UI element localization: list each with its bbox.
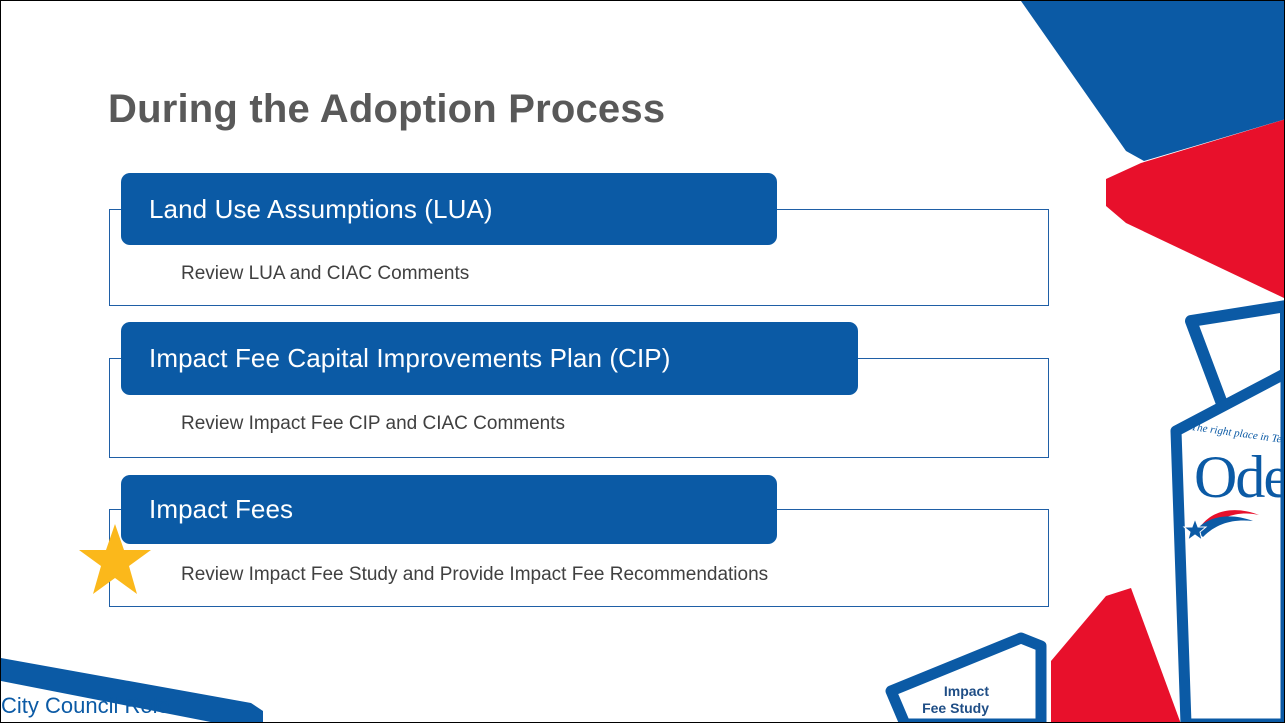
section-description-fees: Review Impact Fee Study and Provide Impa…: [181, 564, 769, 585]
footer-role-label: City Council Role: [1, 693, 170, 718]
red-shard-right: [1106, 119, 1284, 299]
badge-line-2: Fee Study: [922, 700, 989, 716]
section-description-cip: Review Impact Fee CIP and CIAC Comments: [181, 413, 566, 434]
section-header-cip: Impact Fee Capital Improvements Plan (CI…: [121, 322, 858, 395]
star-icon: [79, 524, 151, 594]
badge-frame-shape: [885, 632, 1047, 722]
blue-shard-bottom-left: [1, 658, 263, 722]
section-description-lua: Review LUA and CIAC Comments: [181, 263, 470, 284]
badge-line-1: Impact: [943, 683, 989, 699]
section-header-fees: Impact Fees: [121, 475, 777, 544]
logo-frame-shape: [1170, 367, 1284, 722]
slide-title: During the Adoption Process: [108, 87, 666, 131]
logo-wordmark: Odessa: [1194, 444, 1285, 510]
blue-shard-top: [1021, 1, 1284, 161]
section-header-lua: Land Use Assumptions (LUA): [121, 173, 777, 245]
impact-fee-study-badge: Impact Fee Study: [909, 683, 989, 717]
red-shard-bottom: [1051, 588, 1181, 722]
bottom-left-clear: [1, 685, 186, 722]
texas-flag-star-icon: [1182, 510, 1259, 541]
